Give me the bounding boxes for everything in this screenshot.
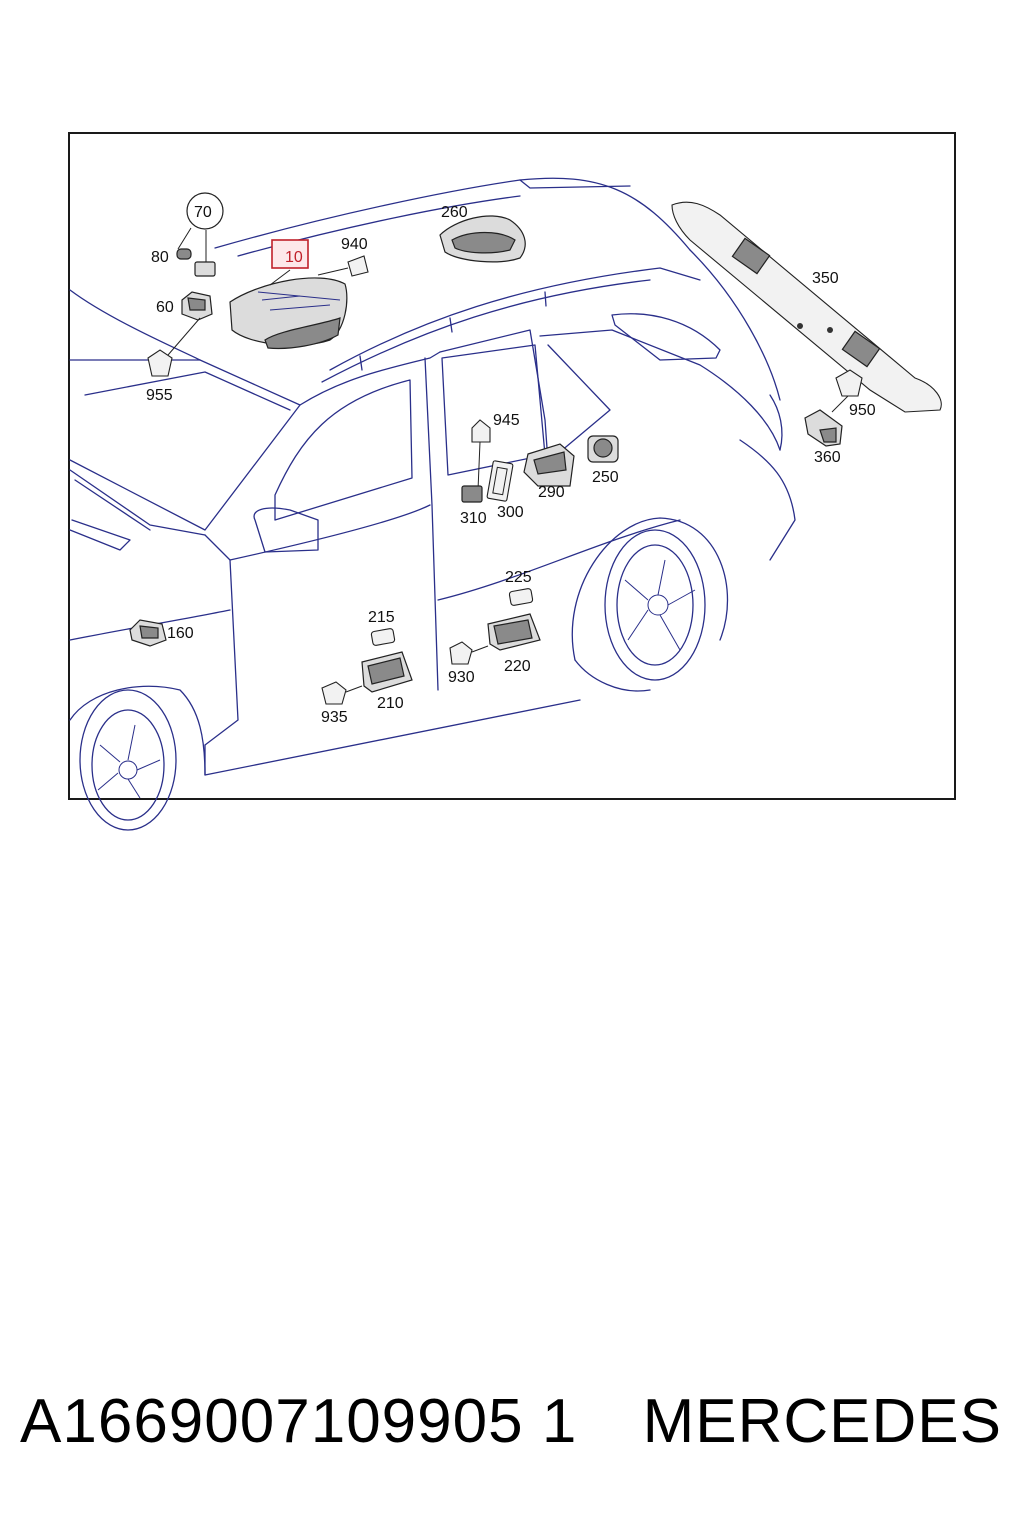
callout-250: 250 [592,469,619,486]
highlight-box [271,239,309,269]
callout-290: 290 [538,484,565,501]
callout-70: 70 [194,204,212,221]
part-310 [461,485,483,503]
callout-210: 210 [377,695,404,712]
callout-300: 300 [497,504,524,521]
part-10-overhead-console [229,269,348,350]
part-number: A1669007109905 1 [20,1387,578,1456]
part-70-switch [194,261,216,277]
part-945 [471,419,491,491]
callout-80: 80 [151,249,169,266]
part-290 [523,443,575,487]
part-250 [587,435,619,463]
callout-950: 950 [849,402,876,419]
callout-955: 955 [146,387,173,404]
part-60 [181,291,213,321]
part-80-bulb [176,248,192,260]
callout-930: 930 [448,669,475,686]
callout-360: 360 [814,449,841,466]
part-950 [831,369,863,413]
part-350-tailgate-trim [671,201,942,413]
part-225 [508,588,534,606]
callout-225: 225 [505,569,532,586]
callout-310: 310 [460,510,487,527]
part-955 [147,317,201,377]
callout-935: 935 [321,709,348,726]
brand-name: MERCEDES [642,1387,1002,1456]
part-930 [449,641,489,665]
part-210 [361,651,413,693]
part-260 [439,215,526,263]
callout-215: 215 [368,609,395,626]
part-70-80 [176,192,224,277]
callout-220: 220 [504,658,531,675]
part-940 [317,255,369,277]
part-220 [487,613,541,651]
callout-945: 945 [493,412,520,429]
callout-labels: 70 80 60 955 10 940 260 350 950 360 945 … [146,204,876,726]
callout-160: 160 [167,625,194,642]
callout-940: 940 [341,236,368,253]
callout-circle-70 [186,192,224,230]
callout-350: 350 [812,270,839,287]
footer: A1669007109905 1 MERCEDES [0,1380,1024,1480]
vehicle-outline [69,177,796,831]
part-935 [321,681,363,705]
callout-260: 260 [441,204,468,221]
part-360 [804,409,843,447]
callout-60: 60 [156,299,174,316]
part-160 [129,619,167,647]
part-300 [486,460,514,502]
part-215 [370,628,396,646]
callout-10: 10 [285,249,303,266]
